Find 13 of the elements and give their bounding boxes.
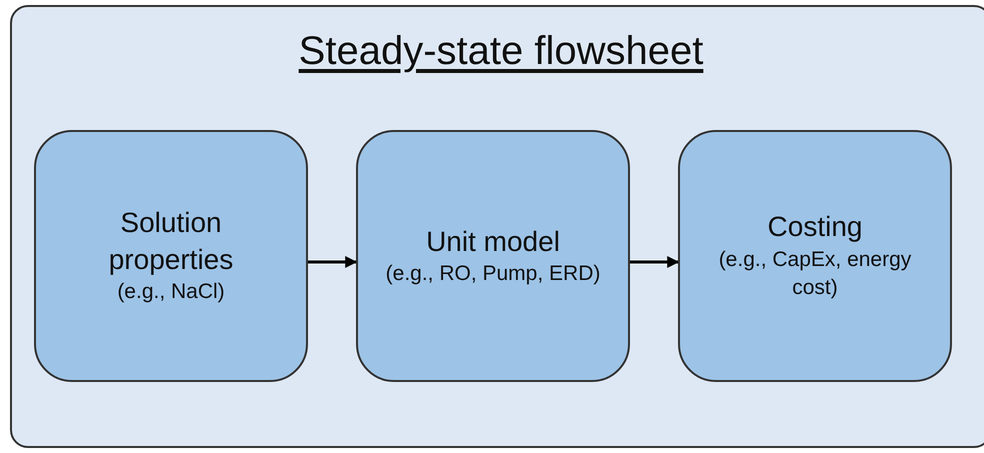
panel-title: Steady-state flowsheet (298, 29, 704, 74)
process-box (356, 130, 630, 382)
flowsheet-panel (10, 5, 984, 448)
box-heading: Costing (766, 210, 864, 244)
arrow (308, 256, 358, 268)
process-box (678, 130, 952, 382)
arrow (630, 256, 680, 268)
box-heading: Unit model (425, 224, 561, 259)
box-description: (e.g., NaCl) (117, 279, 225, 306)
box-description: (e.g., CapEx, energy cost) (718, 246, 912, 302)
box-description: (e.g., RO, Pump, ERD) (386, 261, 600, 288)
process-box (34, 130, 308, 382)
box-heading: Solution properties (108, 206, 234, 277)
